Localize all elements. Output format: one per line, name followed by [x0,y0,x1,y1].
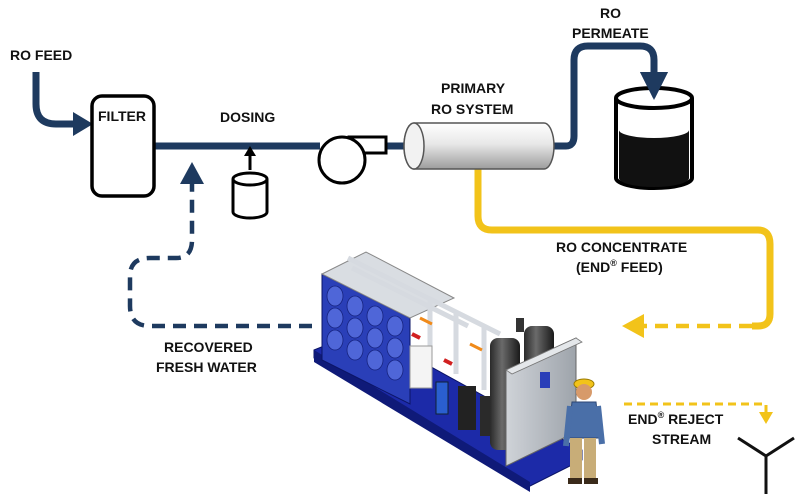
recovered-water-label-line2: FRESH WATER [156,359,257,375]
ro-concentrate-line [474,166,774,330]
end-reject-dashed-line [624,402,768,412]
end-feed-label: (END® FEED) [576,258,663,275]
ro-feed-arrowhead [73,112,93,136]
ro-feed-arrow-line [32,72,76,128]
primary-ro-vessel [403,122,555,170]
filter-vessel [90,94,156,198]
dosing-label: DOSING [220,109,275,125]
filter-label: FILTER [98,108,146,124]
ro-permeate-label-line2: PERMEATE [572,25,649,41]
dosing-tank-icon [231,146,269,220]
end-reject-label-line2: STREAM [652,431,711,447]
permeate-line [552,42,658,150]
concentrate-line-group [474,166,774,424]
recovered-water-arrowhead [180,162,204,184]
worker-figure [563,378,605,484]
ro-permeate-label-line1: RO [600,5,621,21]
primary-ro-label-line2: RO SYSTEM [431,101,513,117]
ro-feed-label: RO FEED [10,47,72,63]
primary-ro-label-line1: PRIMARY [441,80,506,96]
pump-icon [317,135,388,185]
end-system-skid [313,251,583,492]
concentrate-arrowhead [622,314,644,338]
recovered-water-label-line1: RECOVERED [164,339,253,355]
ro-concentrate-label: RO CONCENTRATE [556,239,687,255]
membrane-grid [326,285,404,381]
recovered-water-dashed-line [127,182,312,329]
end-reject-arrowhead [759,412,773,424]
discharge-icon [737,436,795,494]
end-reject-label-line1: END® REJECT [628,410,724,427]
permeate-tank-icon [614,72,694,190]
